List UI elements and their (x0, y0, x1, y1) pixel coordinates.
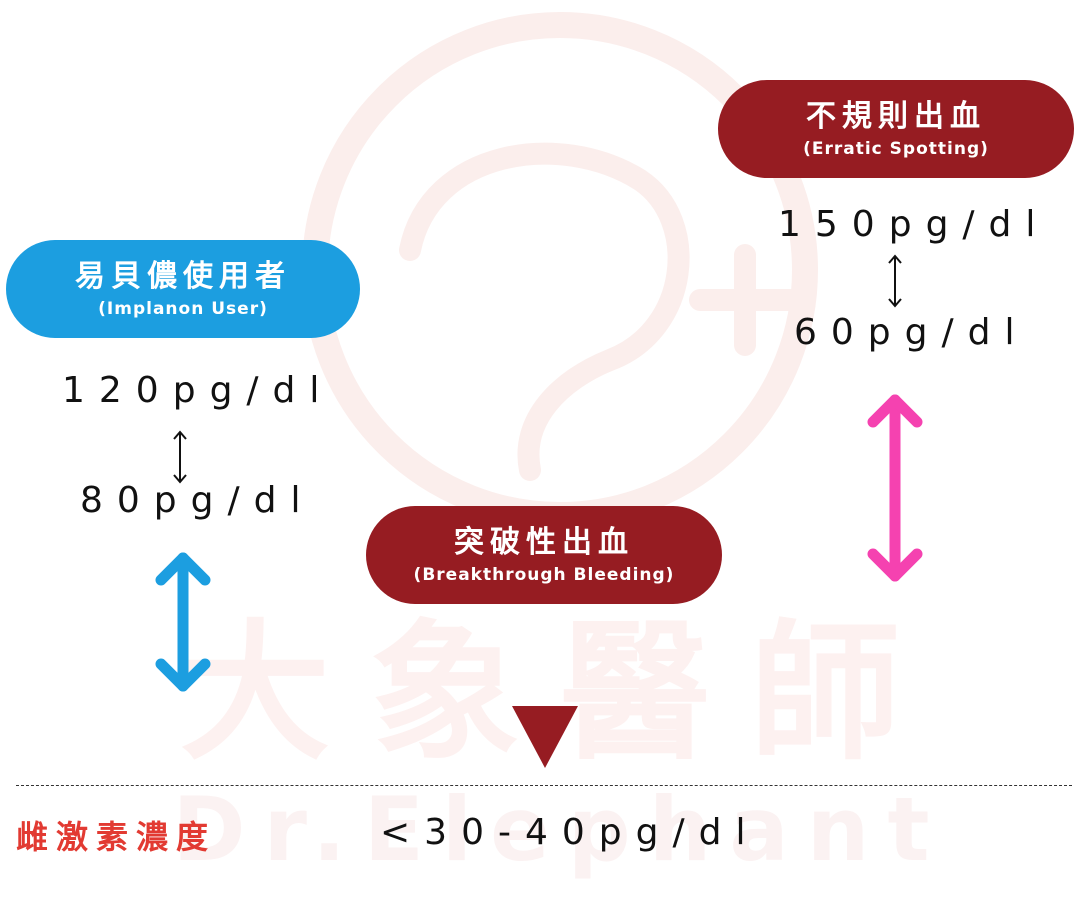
axis-label: 雌激素濃度 (16, 818, 217, 856)
implanon-range-arrow-icon (173, 430, 187, 484)
threshold-marker-icon (512, 706, 578, 768)
implanon-user-badge: 易貝儂使用者 (Implanon User) (6, 240, 360, 338)
erratic-spotting-title-zh: 不規則出血 (806, 98, 986, 134)
breakthrough-bleeding-badge: 突破性出血 (Breakthrough Bleeding) (366, 506, 722, 604)
implanon-lower-value: 80pg/dl (80, 480, 315, 521)
implanon-big-arrow-icon (155, 552, 211, 692)
breakthrough-bleeding-title-en: (Breakthrough Bleeding) (413, 564, 675, 585)
implanon-upper-value: 120pg/dl (62, 370, 334, 411)
watermark-logo-elephant-icon (399, 142, 690, 481)
erratic-upper-value: 150pg/dl (778, 204, 1050, 245)
erratic-range-arrow-icon (888, 254, 902, 308)
erratic-spotting-title-en: (Erratic Spotting) (803, 138, 989, 159)
threshold-value: <30-40pg/dl (380, 812, 760, 853)
erratic-lower-value: 60pg/dl (794, 312, 1029, 353)
axis-divider (16, 785, 1072, 786)
erratic-big-arrow-icon (867, 394, 923, 582)
erratic-spotting-badge: 不規則出血 (Erratic Spotting) (718, 80, 1074, 178)
breakthrough-bleeding-title-zh: 突破性出血 (454, 524, 634, 560)
implanon-user-title-zh: 易貝儂使用者 (75, 258, 291, 294)
implanon-user-title-en: (Implanon User) (98, 298, 268, 319)
